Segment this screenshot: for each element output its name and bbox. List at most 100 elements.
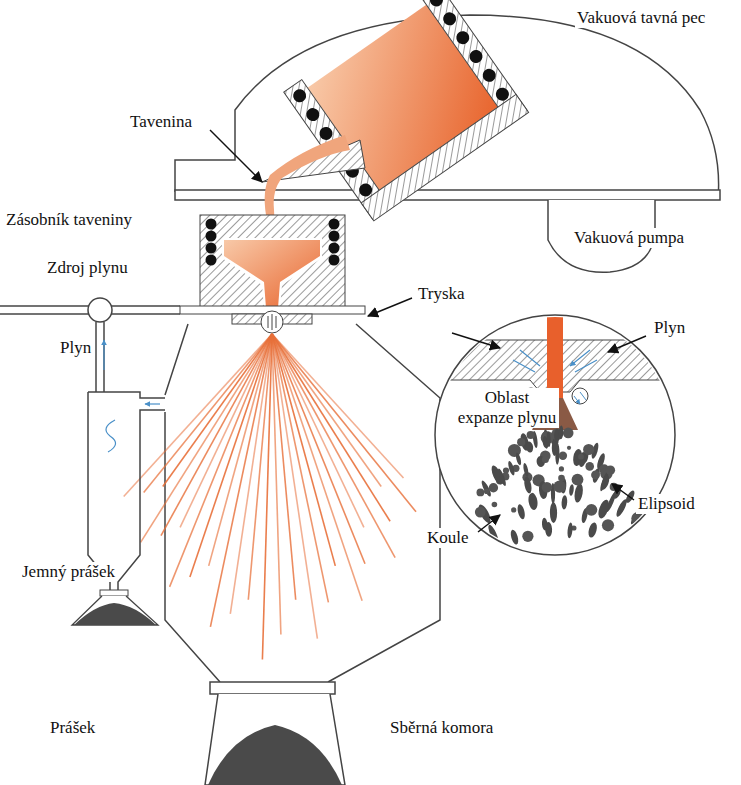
powder-particles-part	[516, 503, 526, 519]
spray-cone-part	[190, 334, 272, 577]
gas-system-part	[95, 322, 97, 392]
atomization-chamber-part	[165, 324, 440, 682]
powder-particles-part	[602, 519, 614, 531]
nozzle-inset-part	[435, 315, 675, 555]
gas-system-part	[72, 596, 158, 625]
powder-particles-part	[573, 483, 584, 503]
powder-particles-part	[484, 489, 489, 494]
induction-coil-part	[206, 255, 217, 266]
powder-particles-part	[546, 432, 551, 448]
gas-system-part	[74, 603, 156, 625]
part-label: Oblast expanze plynu	[455, 388, 559, 428]
melt-reservoir	[180, 215, 365, 333]
induction-coil-part	[493, 85, 511, 103]
part-label: Sběrná komora	[388, 718, 495, 738]
powder-particles-part	[585, 462, 594, 471]
powder-particles-part	[578, 451, 588, 467]
spray-cone-part	[170, 334, 272, 587]
powder-particles-part	[554, 480, 566, 492]
powder-particles-part	[492, 502, 498, 508]
leader-arrows-part	[478, 515, 500, 532]
powder-particles-part	[542, 518, 548, 531]
spray-cone	[124, 334, 416, 660]
part-label: Zdroj plynu	[45, 258, 130, 278]
powder-particles-part	[578, 454, 584, 460]
powder-particles-part	[542, 482, 552, 492]
powder-particles-part	[561, 495, 568, 510]
powder-particles-part	[543, 432, 548, 437]
powder-particles-part	[523, 476, 533, 494]
induction-coil-part	[329, 231, 340, 242]
part-label: Prášek	[48, 718, 97, 738]
powder-particles-part	[567, 446, 571, 450]
powder-particles-part	[522, 463, 529, 478]
spray-cone-part	[209, 334, 272, 566]
spray-cone-part	[141, 334, 272, 542]
powder-particles-part	[591, 467, 601, 483]
spray-cone-part	[272, 334, 395, 558]
part-label: Tryska	[416, 284, 467, 304]
leader-arrows-part	[612, 484, 634, 500]
crucible-part	[361, 94, 528, 220]
gas-system-part	[106, 420, 116, 452]
powder-particles-part	[596, 498, 611, 519]
melt-reservoir-part	[224, 240, 320, 308]
gas-system-part	[88, 298, 112, 322]
melt-reservoir-part	[276, 316, 277, 328]
induction-coil-part	[206, 231, 217, 242]
powder-particles-part	[572, 474, 584, 486]
spray-cone-part	[272, 334, 381, 487]
induction-coil-part	[329, 219, 340, 230]
leader-arrows-part	[452, 333, 500, 348]
powder-particles-part	[511, 507, 516, 512]
atomization-chamber-part	[208, 725, 342, 785]
leader-arrows-part	[210, 130, 262, 182]
powder-particles-part	[559, 426, 564, 440]
nozzle-inset	[435, 315, 675, 555]
powder-particles-part	[522, 531, 533, 542]
powder-particles-part	[489, 483, 498, 492]
induction-coil-part	[427, 0, 445, 9]
induction-coil-part	[454, 29, 472, 47]
powder-particles-part	[486, 524, 500, 545]
powder-particles-part	[563, 428, 574, 439]
powder-particles-part	[587, 521, 598, 538]
powder-particles-part	[509, 529, 519, 545]
gas-system-part	[100, 590, 128, 596]
powder-particles-part	[477, 489, 485, 497]
part-label: Koule	[425, 528, 471, 548]
powder-particles-part	[637, 529, 653, 548]
melt-reservoir-part	[272, 314, 273, 330]
powder-particles-part	[600, 474, 611, 490]
part-label: Tavenina	[128, 112, 194, 132]
induction-coil-part	[467, 47, 485, 65]
powder-particles-part	[631, 512, 644, 525]
powder-particles-part	[555, 443, 560, 465]
gas-system-part	[103, 340, 104, 370]
powder-particles-part	[525, 441, 534, 453]
powder-particles-part	[517, 438, 525, 446]
powder-particles-part	[591, 471, 600, 480]
part-label: Zásobník taveniny	[4, 210, 134, 230]
part-label: Jemný prášek	[20, 562, 117, 582]
vacuum-furnace-part	[175, 190, 720, 200]
powder-particles	[459, 426, 660, 548]
gas-system	[0, 298, 180, 625]
powder-particles-part	[558, 475, 565, 482]
spray-cone-part	[272, 334, 416, 512]
crucible	[284, 0, 529, 221]
spray-cone-part	[262, 334, 272, 660]
part-label: Vakuová pumpa	[572, 228, 686, 248]
powder-particles-part	[542, 456, 549, 463]
gas-system-part	[103, 322, 105, 392]
part-label: Elipsoid	[636, 494, 697, 514]
melt-reservoir-part	[222, 238, 322, 308]
powder-particles-part	[569, 484, 575, 496]
powder-particles-part	[507, 460, 516, 476]
powder-particles-part	[586, 504, 598, 516]
spray-cone-part	[161, 334, 272, 536]
powder-particles-part	[527, 431, 535, 439]
gas-system-part	[145, 403, 160, 404]
atomization-chamber-part	[210, 682, 335, 694]
